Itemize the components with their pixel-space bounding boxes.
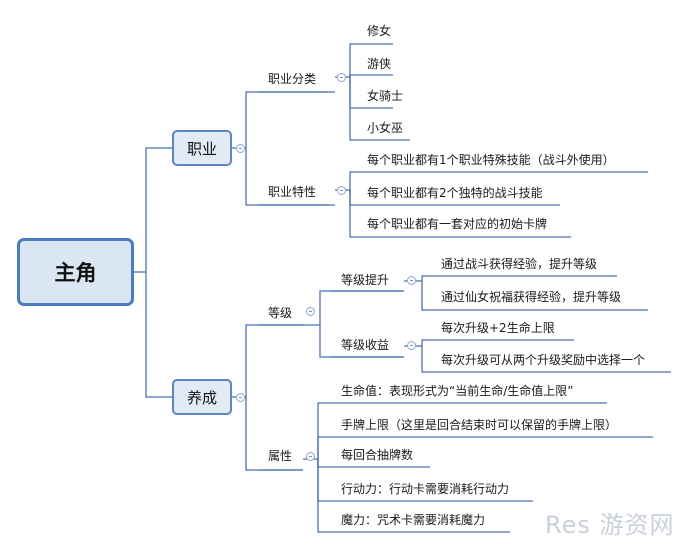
leaf-attribute[interactable]: 魔力：咒术卡需要消耗魔力 [341, 513, 486, 527]
leaf-attribute[interactable]: 行动力：行动卡需要消耗行动力 [341, 482, 510, 496]
collapse-icon[interactable] [407, 276, 416, 285]
collapse-icon[interactable] [337, 73, 346, 82]
branch-job[interactable]: 职业 [172, 130, 232, 166]
leaf-attribute[interactable]: 每回合抽牌数 [341, 448, 414, 462]
leaf-level-gain[interactable]: 每次升级+2生命上限 [441, 321, 555, 335]
leaf-class[interactable]: 女骑士 [367, 89, 404, 103]
leaf-class[interactable]: 游侠 [367, 57, 392, 71]
leaf-trait[interactable]: 每个职业都有一套对应的初始卡牌 [367, 217, 548, 231]
leaf-level-up[interactable]: 通过仙女祝福获得经验，提升等级 [441, 290, 622, 304]
leaf-class[interactable]: 修女 [367, 24, 392, 38]
leaf-level-gain[interactable]: 每次升级可从两个升级奖励中选择一个 [441, 353, 646, 367]
collapse-icon[interactable] [407, 341, 416, 350]
collapse-icon[interactable] [306, 307, 315, 316]
leaf-attribute[interactable]: 生命值：表现形式为“当前生命/生命值上限” [341, 384, 574, 398]
collapse-icon[interactable] [306, 452, 315, 461]
node-level-up[interactable]: 等级提升 [341, 273, 390, 287]
node-attributes[interactable]: 属性 [268, 449, 293, 463]
collapse-icon[interactable] [236, 144, 245, 153]
collapse-icon[interactable] [236, 393, 245, 402]
node-job-classes[interactable]: 职业分类 [268, 72, 317, 86]
leaf-trait[interactable]: 每个职业都有2个独特的战斗技能 [367, 186, 543, 200]
leaf-trait[interactable]: 每个职业都有1个职业特殊技能（战斗外使用） [367, 153, 615, 167]
node-job-traits[interactable]: 职业特性 [268, 185, 317, 199]
watermark-logo: Res 游资网 [545, 511, 675, 539]
leaf-level-up[interactable]: 通过战斗获得经验，提升等级 [441, 257, 598, 271]
root-node[interactable]: 主角 [17, 238, 134, 306]
node-level-gain[interactable]: 等级收益 [341, 338, 390, 352]
node-level[interactable]: 等级 [268, 306, 293, 320]
leaf-class[interactable]: 小女巫 [367, 121, 404, 135]
leaf-attribute[interactable]: 手牌上限（这里是回合结束时可以保留的手牌上限） [341, 418, 618, 432]
collapse-icon[interactable] [337, 186, 346, 195]
branch-growth[interactable]: 养成 [172, 379, 232, 415]
